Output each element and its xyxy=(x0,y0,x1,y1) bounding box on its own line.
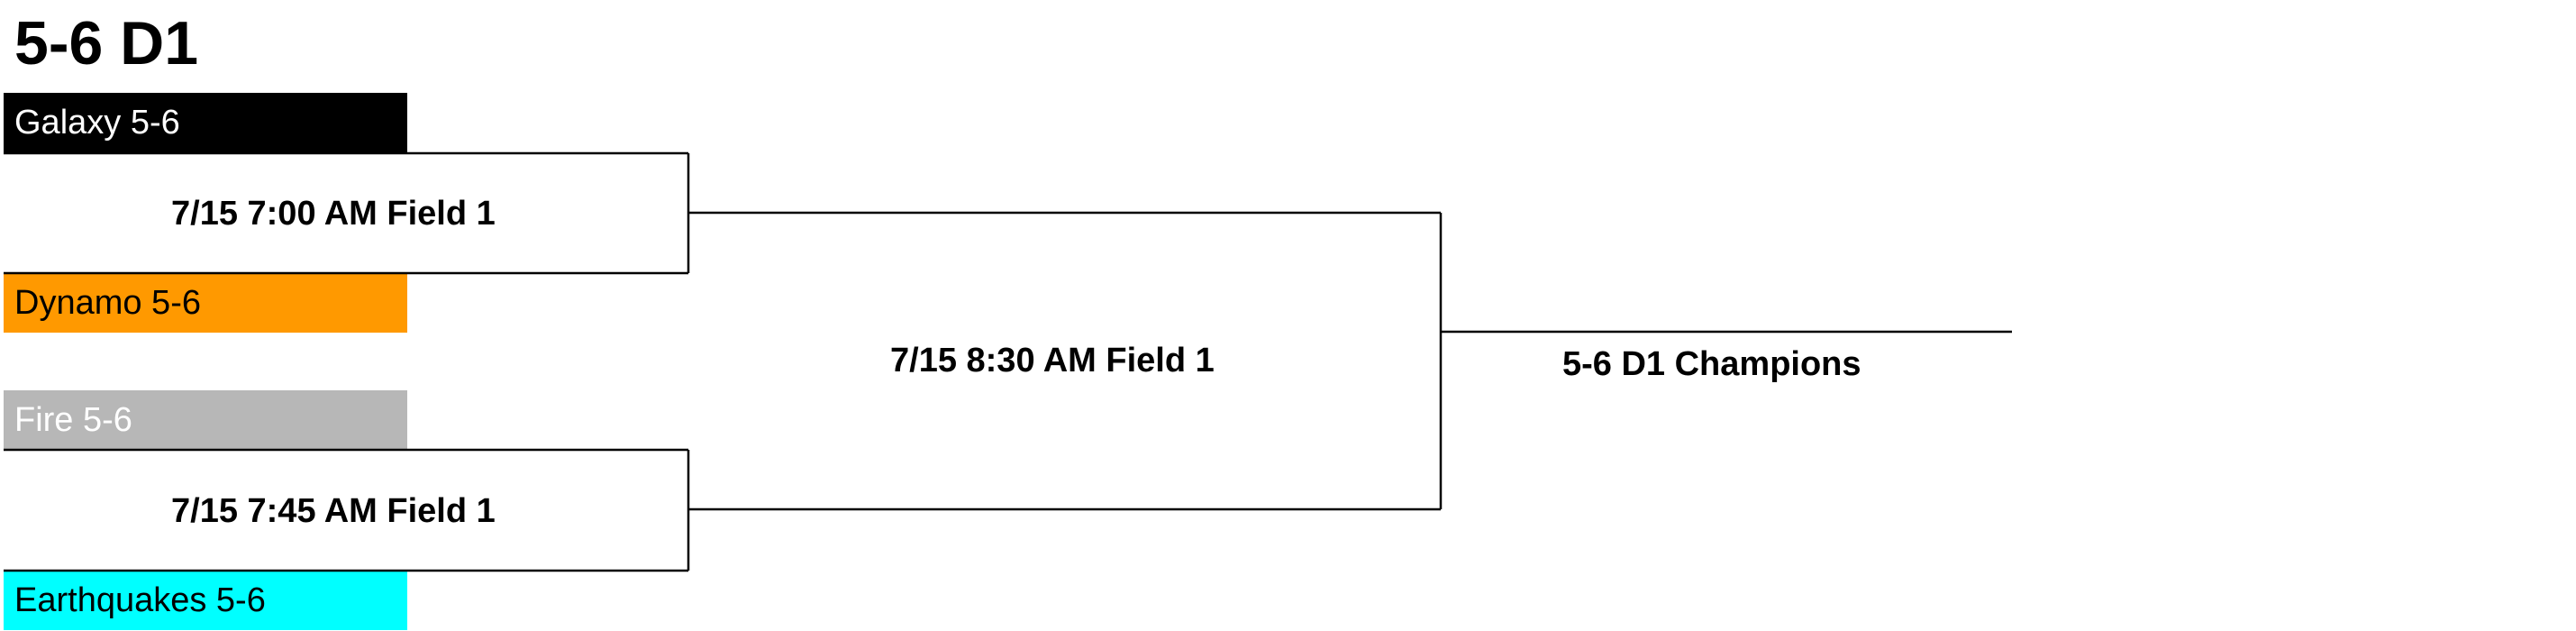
team-name: Galaxy 5-6 xyxy=(14,103,180,142)
team-name: Fire 5-6 xyxy=(14,400,132,439)
game-1-label: 7/15 7:00 AM Field 1 xyxy=(171,195,496,233)
team-name: Earthquakes 5-6 xyxy=(14,581,266,619)
page-title: 5-6 D1 xyxy=(14,9,199,78)
game-2-label: 7/15 7:45 AM Field 1 xyxy=(171,492,496,530)
team-slot-earthquakes: Earthquakes 5-6 xyxy=(4,571,407,630)
team-slot-dynamo: Dynamo 5-6 xyxy=(4,273,407,333)
team-name: Dynamo 5-6 xyxy=(14,283,201,322)
game-3-label: 7/15 8:30 AM Field 1 xyxy=(890,342,1215,380)
team-slot-fire: Fire 5-6 xyxy=(4,390,407,450)
team-slot-galaxy: Galaxy 5-6 xyxy=(4,93,407,152)
champions-label: 5-6 D1 Champions xyxy=(1562,345,1861,383)
